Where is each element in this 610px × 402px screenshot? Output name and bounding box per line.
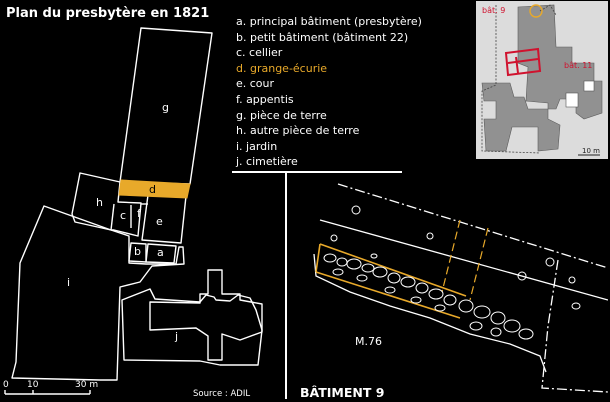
legend-divider — [232, 171, 402, 173]
legend-item-i: i. jardin — [236, 139, 278, 153]
label-c: c — [120, 209, 127, 222]
outer-wall — [319, 219, 608, 301]
legend-item-g: g. pièce de terre — [236, 108, 327, 122]
inset-label-bat9: bât. 9 — [482, 6, 506, 15]
scale-label-10: 10 — [27, 380, 39, 390]
label-e: e — [156, 215, 163, 228]
scale-label-30: 30 m — [75, 380, 99, 390]
section-line — [541, 259, 608, 393]
page-title: Plan du presbytère en 1821 — [6, 6, 210, 21]
excavation-plan — [313, 183, 608, 393]
scale-label-0: 0 — [3, 380, 9, 390]
grange-ecurie — [118, 179, 191, 199]
label-a: a — [157, 246, 164, 259]
wall-c — [110, 203, 115, 231]
scale-bar — [4, 390, 91, 395]
source-credit: Source : ADIL — [193, 389, 251, 399]
legend-item-c: c. cellier — [236, 46, 283, 60]
outer-wall-bottom — [313, 253, 547, 373]
label-g: g — [162, 101, 169, 114]
legend-item-a: a. principal bâtiment (presbytère) — [236, 15, 422, 28]
inset-map — [481, 4, 603, 156]
legend-item-b: b. petit bâtiment (bâtiment 22) — [236, 30, 409, 44]
presbytery-plan — [4, 27, 263, 395]
partition-dashed-1 — [441, 219, 461, 293]
label-d: d — [149, 183, 156, 196]
grange-wall-top — [319, 243, 467, 297]
inset-label-bat11: bât. 11 — [564, 61, 593, 70]
excavation-title: BÂTIMENT 9 — [300, 385, 385, 400]
plot-e — [141, 194, 187, 244]
label-b: b — [134, 245, 141, 258]
wall-label-m76: M.76 — [355, 335, 382, 348]
grange-wall-left — [315, 243, 321, 273]
location-inset: bât. 9 bât. 11 10 m — [476, 1, 608, 159]
legend-item-e: e. cour — [236, 77, 275, 91]
legend-item-j: j. cimetière — [236, 155, 298, 169]
building-a — [145, 243, 177, 264]
inset-scale: 10 m — [582, 147, 600, 155]
legend-item-d: d. grange-écurie — [236, 61, 328, 75]
panel-divider — [285, 173, 287, 399]
label-j: j — [175, 330, 179, 343]
partition-dashed-2 — [469, 227, 489, 301]
label-h: h — [96, 196, 103, 209]
label-i: i — [67, 276, 71, 289]
plot-j — [121, 288, 263, 366]
legend-item-h: h. autre pièce de terre — [236, 124, 360, 138]
legend-item-f: f. appentis — [236, 92, 294, 106]
label-f: f — [137, 207, 141, 220]
church — [149, 269, 263, 361]
legend: a. principal bâtiment (presbytère) b. pe… — [236, 14, 422, 170]
plot-i — [11, 205, 185, 381]
property-line — [337, 183, 608, 269]
